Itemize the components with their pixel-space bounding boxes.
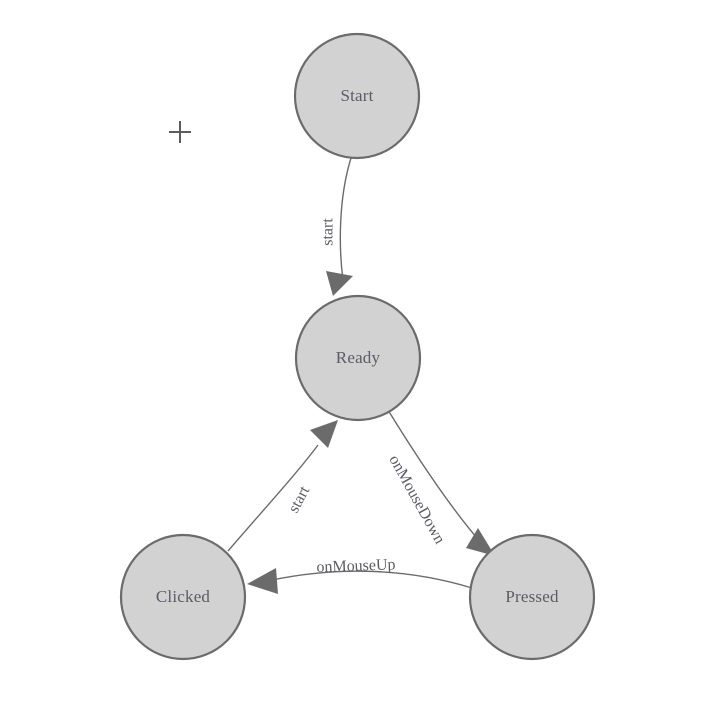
arrowhead-into-clicked [247,568,278,594]
arrowhead-into-ready-top [326,271,353,296]
node-ready-circle[interactable] [294,294,422,422]
edge-path-ready-to-pressed [387,409,484,546]
edge-ready-to-pressed[interactable]: onMouseDown [385,409,495,556]
node-ready[interactable]: Ready [294,294,422,422]
edge-path-clicked-to-ready [227,444,319,552]
node-clicked-label: Clicked [156,587,211,606]
node-start[interactable]: Start [293,32,421,160]
node-pressed[interactable]: Pressed [468,533,596,661]
edge-path-start-to-ready [339,157,352,281]
node-pressed-circle[interactable] [468,533,596,661]
crosshair-icon [169,121,191,143]
edge-label-clicked-to-ready: start [285,483,313,516]
arrowhead-into-pressed [466,528,495,556]
edge-start-to-ready[interactable]: start [320,157,353,296]
arrowhead-into-ready-bottom [310,420,338,448]
edge-label-ready-to-pressed: onMouseDown [385,452,448,547]
edge-label-start-to-ready: start [320,218,337,246]
edge-label-pressed-to-clicked: onMouseUp [316,556,396,576]
node-ready-label: Ready [336,348,381,367]
edge-clicked-to-ready[interactable]: start [227,420,338,552]
node-start-circle[interactable] [293,32,421,160]
node-clicked[interactable]: Clicked [119,533,247,661]
node-start-label: Start [340,86,373,105]
node-clicked-circle[interactable] [119,533,247,661]
edge-pressed-to-clicked[interactable]: onMouseUp [247,556,473,594]
edge-path-pressed-to-clicked [271,570,473,589]
node-pressed-label: Pressed [505,587,559,606]
